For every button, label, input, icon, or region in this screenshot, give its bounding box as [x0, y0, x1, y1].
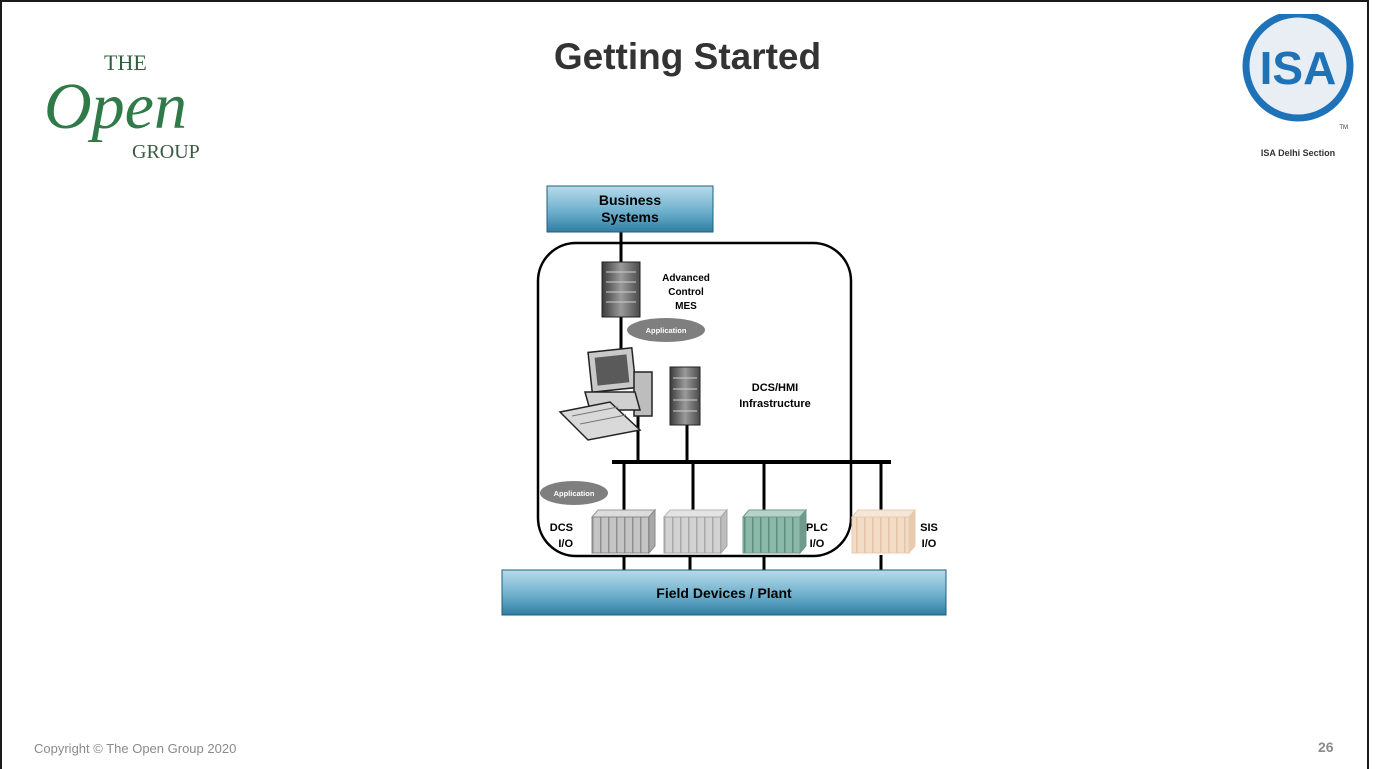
- sis-io-line2: I/O: [922, 538, 937, 550]
- advanced-control-line2: Control: [668, 287, 704, 298]
- advanced-control-server-icon: [601, 261, 641, 318]
- isa-mark-text: ISA: [1260, 42, 1337, 94]
- isa-tm-text: TM: [1339, 125, 1348, 131]
- application-ellipse-top: Application: [627, 318, 705, 342]
- isa-circle: [1242, 14, 1354, 122]
- application-ellipse-bottom: Application: [540, 481, 608, 505]
- copyright-text: Copyright © The Open Group 2020: [34, 741, 237, 756]
- workstation-computer-icon: [558, 346, 653, 441]
- dcs-io-line1: DCS: [550, 522, 573, 534]
- control-boundary: [536, 241, 853, 558]
- plc-io-line1: PLC: [806, 522, 828, 534]
- dcs-hmi-server-icon: [669, 366, 701, 426]
- advanced-control-line1: Advanced: [662, 273, 710, 284]
- business-systems-line1: Business: [599, 192, 661, 208]
- advanced-control-line3: MES: [675, 301, 697, 312]
- logo-group-text: GROUP: [132, 141, 200, 158]
- open-group-logo: THE Open GROUP: [44, 50, 200, 158]
- dcs-io-line2: I/O: [558, 538, 573, 550]
- dcs-hmi-line1: DCS/HMI: [752, 382, 798, 394]
- sis-io-line1: SIS: [920, 522, 938, 534]
- application-bottom-label: Application: [554, 489, 595, 498]
- business-systems-box: Business Systems: [546, 185, 714, 233]
- page-number: 26: [1318, 739, 1334, 755]
- plc-io-line2: I/O: [810, 538, 825, 550]
- isa-caption: ISA Delhi Section: [1261, 148, 1335, 158]
- field-devices-label: Field Devices / Plant: [656, 585, 792, 601]
- sis-io-rack-icon: [850, 508, 917, 555]
- logo-the-text: THE: [104, 50, 147, 75]
- page-title: Getting Started: [553, 36, 822, 77]
- dcs-hmi-line2: Infrastructure: [739, 398, 811, 410]
- business-systems-line2: Systems: [601, 209, 659, 225]
- isa-logo: ISA TM ISA Delhi Section: [1242, 14, 1354, 158]
- io-rack-2-icon: [662, 508, 729, 555]
- logo-open-text: Open: [44, 70, 187, 143]
- application-top-label: Application: [646, 326, 687, 335]
- dcs-io-rack-icon: [590, 508, 657, 555]
- field-devices-box: Field Devices / Plant: [501, 569, 947, 616]
- plc-io-rack-icon: [741, 508, 808, 555]
